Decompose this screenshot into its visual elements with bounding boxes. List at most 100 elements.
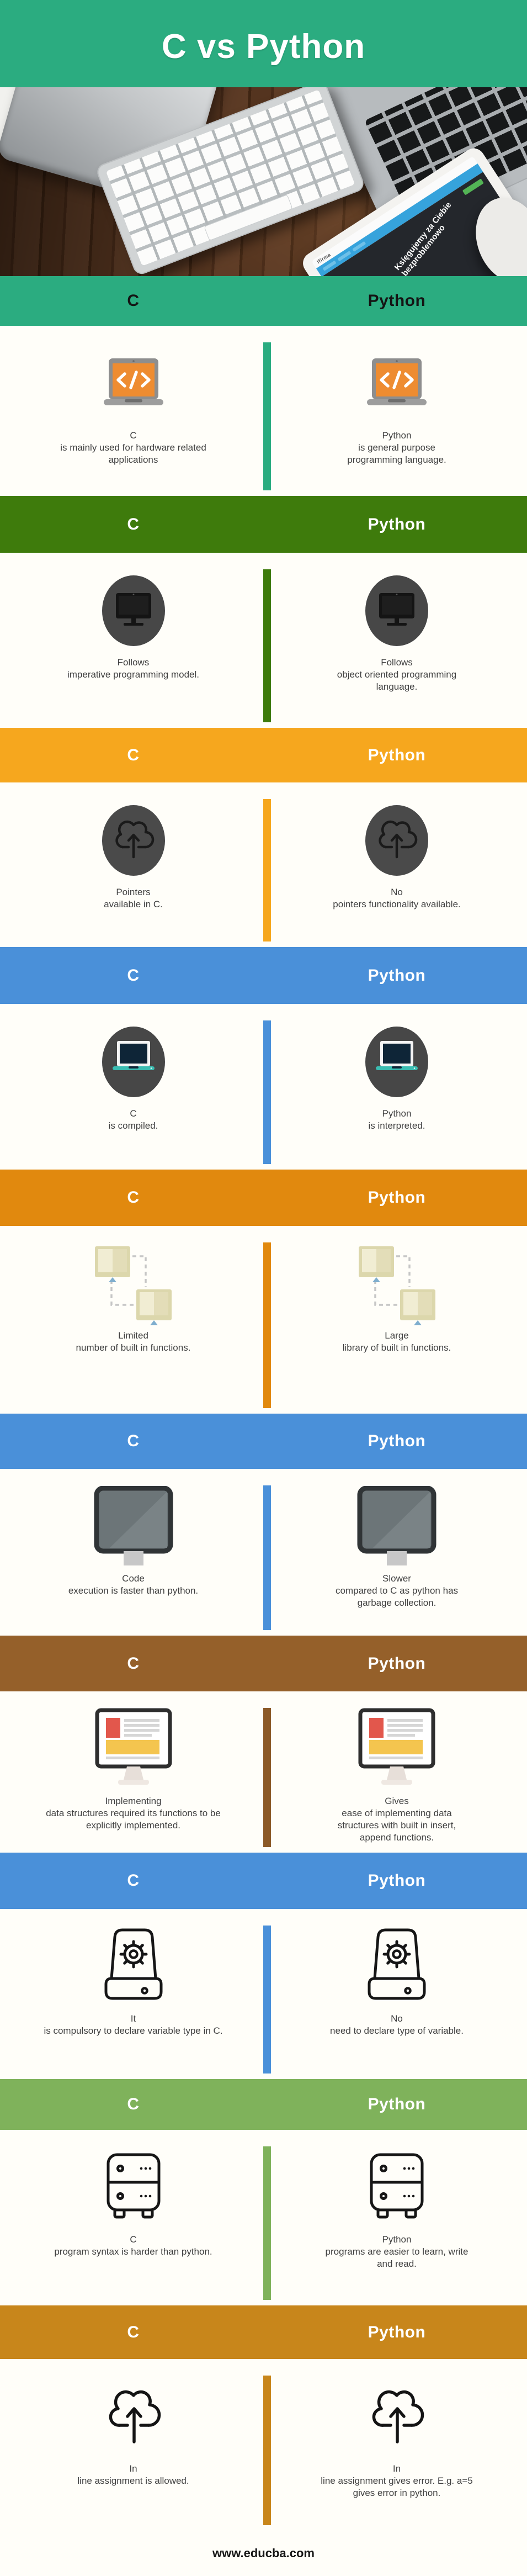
gear-device-icon: [103, 1926, 164, 2008]
section-header: C Python: [0, 276, 527, 326]
column-divider: [263, 2376, 271, 2525]
server-rack-icon: [364, 2146, 430, 2229]
gear-device-icon: [366, 1926, 428, 2008]
laptop-code-icon: [95, 342, 172, 425]
laptop-screen-oval-icon: [364, 1020, 430, 1103]
header-label-c: C: [127, 966, 140, 985]
footer-link[interactable]: www.educba.com: [212, 2546, 315, 2560]
section-header: C Python: [0, 496, 527, 553]
gray-monitor-icon: [355, 1485, 438, 1568]
cloud-upload-oval-icon: [364, 799, 430, 882]
column-divider: [263, 569, 271, 722]
column-divider: [263, 2146, 271, 2300]
section-header: C Python: [0, 1170, 527, 1226]
header-label-c: C: [127, 2323, 140, 2341]
header-label-c: C: [127, 292, 140, 310]
header-label-c: C: [127, 1871, 140, 1890]
cloud-upload-oval-icon: [100, 799, 167, 882]
server-rack-icon: [100, 2146, 167, 2229]
column-divider: [263, 1708, 271, 1847]
laptop-screen-oval-icon: [100, 1020, 167, 1103]
cloud-upload-icon: [101, 2376, 166, 2458]
header-label-c: C: [127, 2095, 140, 2113]
column-divider: [263, 799, 271, 941]
footer: www.educba.com: [0, 2531, 527, 2576]
header-label-c: C: [127, 1654, 140, 1673]
header-label-c: C: [127, 745, 140, 764]
column-divider: [263, 342, 271, 490]
laptop-code-icon: [358, 342, 435, 425]
desktop-webpage-icon: [89, 1708, 178, 1791]
cloud-upload-icon: [364, 2376, 429, 2458]
monitor-oval-icon: [364, 569, 430, 652]
header-label-c: C: [127, 1188, 140, 1207]
header-label-python: Python: [368, 966, 426, 985]
header-label-python: Python: [368, 1654, 426, 1673]
section-header: C Python: [0, 947, 527, 1004]
header-label-c: C: [127, 515, 140, 533]
section-header: C Python: [0, 1414, 527, 1469]
section-header: C Python: [0, 728, 527, 782]
gray-monitor-icon: [92, 1485, 175, 1568]
column-divider: [263, 1926, 271, 2074]
linked-monitors-icon: [354, 1242, 440, 1325]
desk-photo: ifirma Księgujemy za Ciebie bezproblemow…: [0, 87, 527, 276]
column-divider: [263, 1242, 271, 1408]
header-label-python: Python: [368, 2095, 426, 2113]
page-title: C vs Python: [161, 27, 366, 66]
section-header: C Python: [0, 2305, 527, 2359]
header-label-python: Python: [368, 1432, 426, 1450]
linked-monitors-icon: [91, 1242, 176, 1325]
